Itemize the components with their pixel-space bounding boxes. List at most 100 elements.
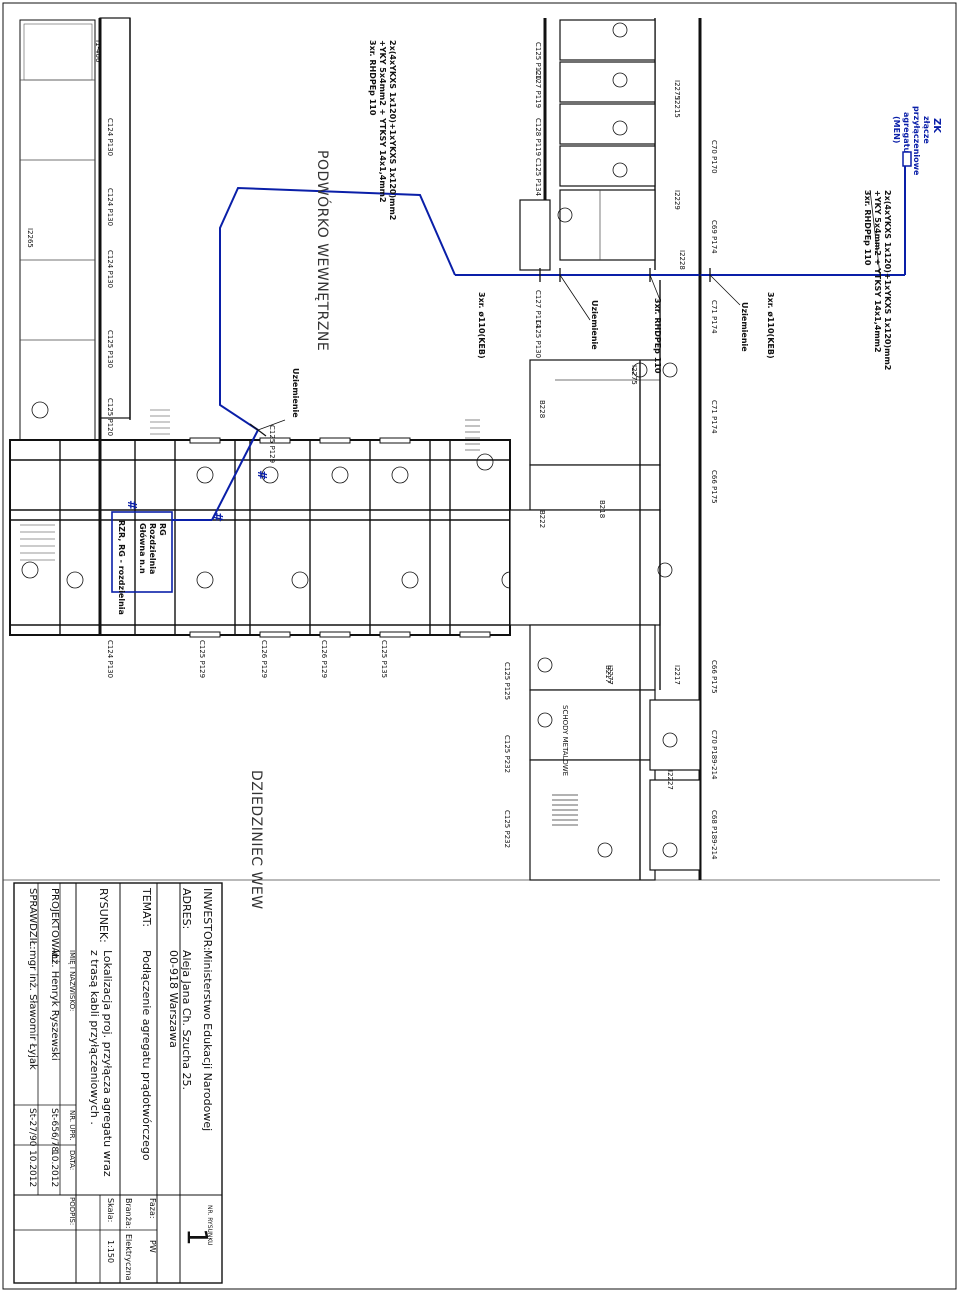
room-number-label: C124 P130 bbox=[106, 118, 114, 156]
zk-line-2: przyłączeniowe bbox=[912, 106, 921, 176]
room-number-label: B217 bbox=[604, 665, 612, 683]
col-sign-header: PODPIS: bbox=[68, 1197, 76, 1225]
room-number-label: C125 P135 bbox=[380, 640, 388, 678]
room-number-label: I2215 bbox=[673, 98, 681, 118]
room-number-label: C125 P130 bbox=[106, 330, 114, 368]
room-number-label: C124 P130 bbox=[106, 250, 114, 288]
room-number-label: I2265 bbox=[26, 228, 34, 248]
courtyard-outer-label: DZIEDZINIEC WEW bbox=[248, 770, 264, 910]
investor-label: INWESTOR: bbox=[201, 888, 214, 951]
room-number-label: C69 P174 bbox=[710, 220, 718, 254]
pipe-label-1: 3xr. ø110(KEB) bbox=[477, 292, 486, 359]
room-number-label: C127 P119 bbox=[534, 70, 542, 108]
scale-value: 1:150 bbox=[106, 1240, 115, 1263]
cable-b-line-2: +YKY 5x4mm2 + YTKSY 14x1,4mm2 bbox=[873, 190, 882, 353]
cable-a-line-1: 2x(4xYKXS 1x120)+1xYKXS 1x120)mm2 bbox=[388, 40, 397, 220]
room-number-label: C125 P232 bbox=[503, 810, 511, 848]
room-number-label: C71 P174 bbox=[710, 300, 718, 334]
investor-value: Ministerstwo Edukacji Narodowej bbox=[201, 950, 214, 1131]
room-number-label: I2227 bbox=[666, 770, 674, 790]
stairs-note: SCHODY METALOWE bbox=[561, 705, 569, 776]
ground-label-2: Uziemienie bbox=[740, 302, 749, 352]
courtyard-inner-label: PODWÓRKO WEWNĘTRZNE bbox=[314, 150, 332, 351]
room-number-label: B222 bbox=[538, 510, 546, 528]
rg-room-outline bbox=[111, 511, 173, 593]
drawing-label: RYSUNEK: bbox=[97, 888, 110, 943]
ground-label-3: Uziemienie bbox=[291, 368, 300, 418]
room-number-label: C124 P130 bbox=[106, 640, 114, 678]
rg-line-2: Rozdzielnia bbox=[148, 523, 157, 574]
room-number-label: I2277 bbox=[606, 665, 614, 685]
room-number-label: B228 bbox=[538, 400, 546, 418]
checker-label: SPRAWDZIŁ: bbox=[27, 888, 38, 950]
cable-b-line-3: 3xr. RHDPEp 110 bbox=[863, 190, 872, 266]
branch-label: Branża: bbox=[124, 1198, 133, 1229]
address-line-2: 00-918 Warszawa bbox=[167, 950, 180, 1048]
drawing-line-2: z trasą kabli przyłączeniowych . bbox=[88, 950, 101, 1125]
checker-name: mgr inż. Sławomir Łyjak bbox=[27, 950, 38, 1070]
room-number-label: C70 P170 bbox=[710, 140, 718, 174]
phase-label: Faza: bbox=[148, 1198, 157, 1219]
address-line-1: Aleja Jana Ch. Szucha 25. bbox=[180, 950, 193, 1090]
building-main-block bbox=[9, 401, 519, 638]
room-number-label: C71 P174 bbox=[710, 400, 718, 434]
room-number-label: C66 P175 bbox=[710, 470, 718, 504]
col-license-header: NR. UPR. bbox=[68, 1110, 76, 1141]
room-number-label: I2275 bbox=[630, 365, 638, 385]
room-number-label: C128 P119 bbox=[534, 118, 542, 156]
room-number-label: C127 P114 bbox=[534, 290, 542, 329]
room-number-label: I2228 bbox=[678, 250, 686, 270]
sheet-no-label: NR. RYSUNKU bbox=[206, 1205, 213, 1246]
cable-a-line-3: 3xr. RHDPEp 110 bbox=[368, 40, 377, 116]
room-number-label: I2217 bbox=[673, 665, 681, 685]
topic-value: Podłączenie agregatu prądotwórczego bbox=[140, 950, 153, 1161]
room-number-label: C125 P134 bbox=[534, 158, 542, 197]
designer-label: PROJEKTOWAŁ: bbox=[49, 888, 60, 963]
cable-a-line-2: +YKY 5x4mm2 + YTKSY 14x1,4mm2 bbox=[378, 40, 387, 203]
cable-route bbox=[172, 151, 912, 521]
cable-b-line-1: 2x(4xYKXS 1x120)+1xYKXS 1x120)mm2 bbox=[883, 190, 892, 370]
rg-line-3: Główna n.n bbox=[138, 523, 148, 574]
branch-value: Elektryczna bbox=[124, 1234, 133, 1281]
address-label: ADRES: bbox=[180, 888, 193, 929]
zk-line-3: agregatu bbox=[902, 112, 911, 153]
cable-spec-b: 2x(4xYKXS 1x120)+1xYKXS 1x120)mm2 +YKY 5… bbox=[863, 190, 892, 370]
hash-marker-2: # bbox=[211, 512, 225, 522]
room-number-label: C125 P120 bbox=[534, 42, 542, 80]
room-number-label: I2275 bbox=[673, 80, 681, 100]
room-number-label: C70 P189-214 bbox=[710, 730, 718, 780]
room-number-label: C66 P175 bbox=[710, 660, 718, 694]
room-number-label: C125 P130 bbox=[534, 320, 542, 358]
zk-title: ZK bbox=[931, 118, 942, 134]
pipe-label-2: 3xr. ø110(KEB) bbox=[766, 292, 775, 359]
room-number-label: C125 P129 bbox=[198, 640, 206, 678]
designer-date: 10.2012 bbox=[49, 1150, 59, 1187]
phase-value: PW bbox=[148, 1240, 157, 1253]
designer-name: inż. Henryk Ryszewski bbox=[49, 950, 60, 1061]
room-number-label: C124 P130 bbox=[106, 188, 114, 226]
room-number-label: C125 P232 bbox=[503, 735, 511, 773]
title-block bbox=[13, 882, 223, 1284]
zk-label-group: ZK złącze przyłączeniowe agregatu (MEN) bbox=[892, 106, 942, 176]
topic-label: TEMAT: bbox=[140, 887, 153, 927]
ground-label-1: Uziemienie bbox=[590, 300, 599, 350]
building-left-wing bbox=[19, 17, 131, 441]
scale-label: Skala: bbox=[106, 1198, 115, 1222]
rzr-label: RZR, RG - rozdzielnia bbox=[117, 520, 126, 615]
room-number-label: C125 P125 bbox=[503, 662, 511, 700]
room-number-label: C68 P189-214 bbox=[710, 810, 718, 860]
zk-line-1: złącze bbox=[922, 116, 931, 144]
cable-spec-a: 2x(4xYKXS 1x120)+1xYKXS 1x120)mm2 +YKY 5… bbox=[368, 40, 397, 220]
zk-line-4: (MEN) bbox=[892, 116, 901, 143]
zk-box-icon bbox=[902, 151, 912, 167]
drawing-line-1: Lokalizacja proj. przyłącza agregatu wra… bbox=[101, 950, 114, 1177]
room-number-label: B218 bbox=[598, 500, 606, 518]
building-right-column bbox=[509, 18, 702, 881]
rg-line-1: RG bbox=[158, 523, 167, 536]
col-date-header: DATA: bbox=[68, 1150, 76, 1170]
room-number-label: I1-406 bbox=[94, 40, 102, 63]
hash-marker-3: # bbox=[255, 470, 269, 480]
